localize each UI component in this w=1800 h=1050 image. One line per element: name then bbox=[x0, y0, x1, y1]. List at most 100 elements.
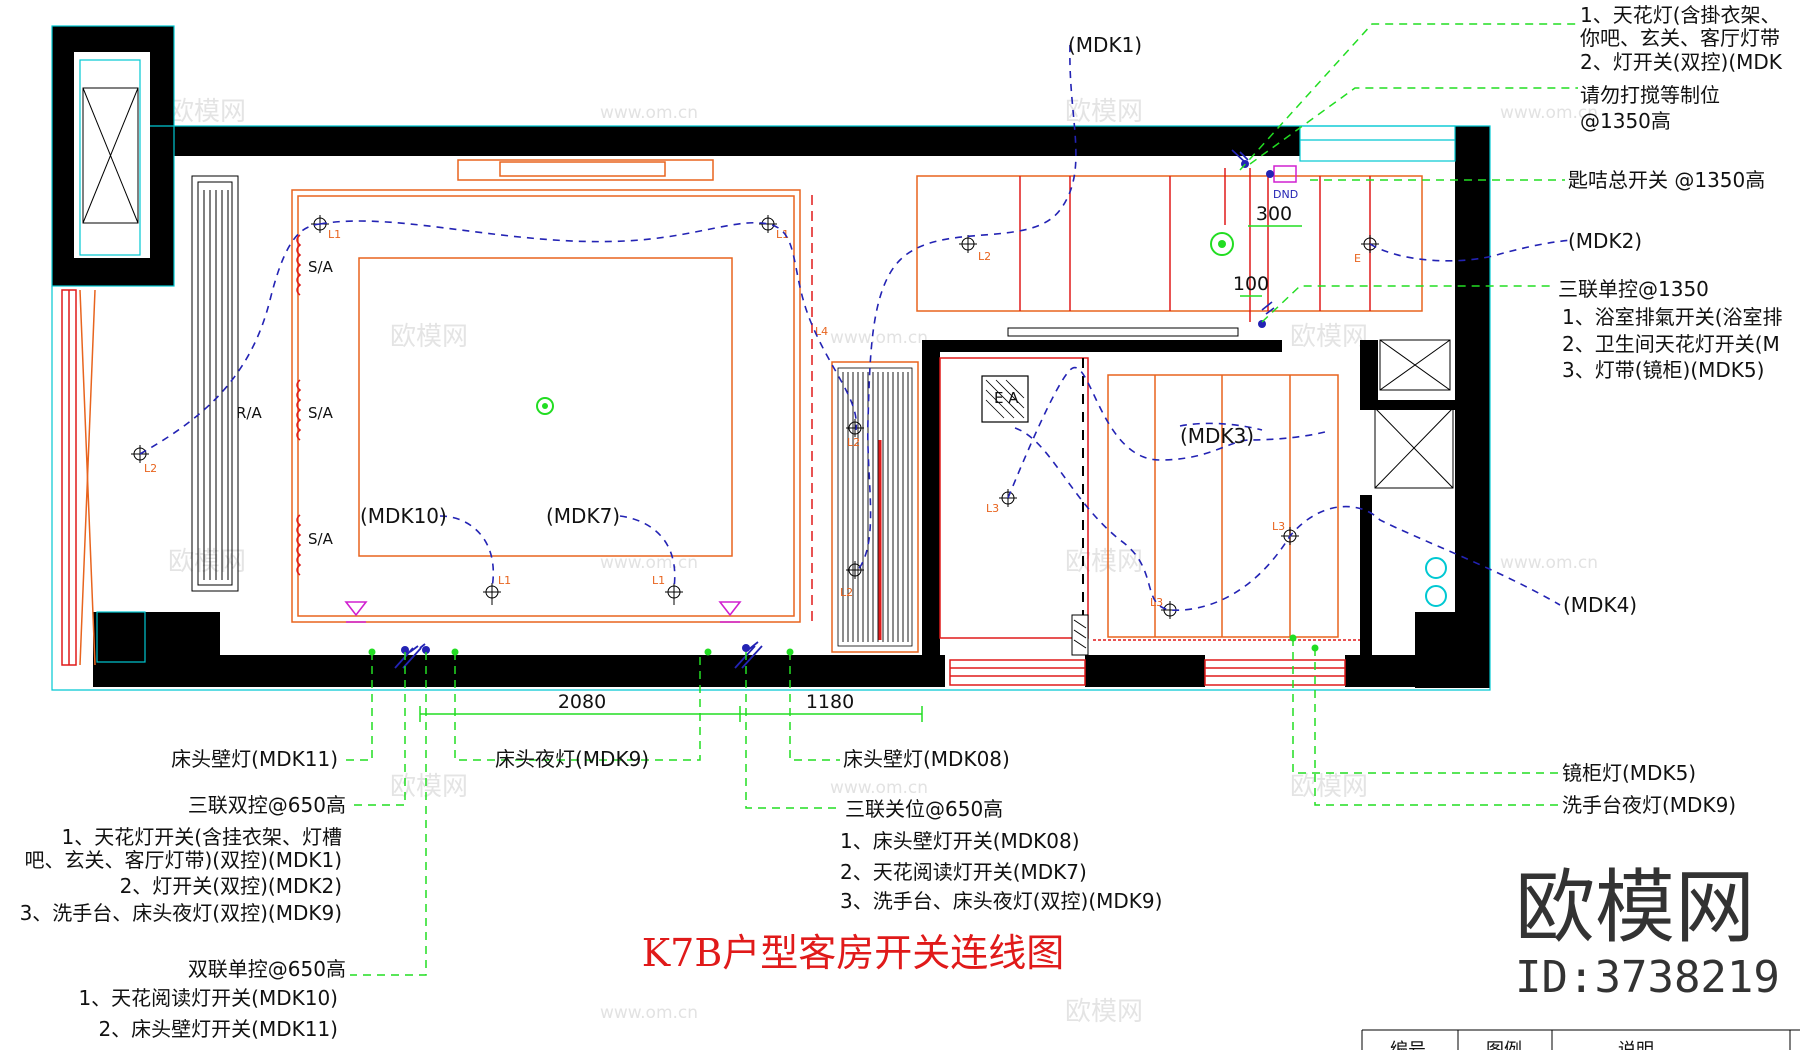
logo-text: 欧模网 bbox=[1515, 861, 1755, 954]
reading-light-icon: L1 bbox=[652, 574, 683, 605]
svg-text:L1: L1 bbox=[652, 574, 665, 587]
circuit-tag: (MDK2) bbox=[1568, 229, 1642, 253]
bottom-mid-notes: 床头夜灯(MDK9) 床头壁灯(MDK08) 三联关位@650高 1、床头壁灯开… bbox=[495, 747, 1162, 913]
circuit-tag: (MDK7) bbox=[546, 504, 620, 528]
wardrobe-light-icon: L2 bbox=[846, 419, 864, 449]
wiring bbox=[139, 44, 1573, 611]
logo-id: ID:3738219 bbox=[1515, 952, 1780, 1003]
bath-light-icon: L3 bbox=[986, 489, 1017, 515]
watermark-url: www.om.cn bbox=[830, 328, 928, 348]
ceiling-light-icon: L2 bbox=[131, 445, 157, 475]
note-line: 3、洗手台、床头夜灯(双控)(MDK9) bbox=[20, 901, 342, 925]
dimension-label: 2080 bbox=[558, 691, 606, 713]
ceiling-light-icon: L2 bbox=[959, 235, 991, 263]
watermark-text: 欧模网 bbox=[390, 322, 468, 352]
watermark-text: 欧模网 bbox=[1065, 997, 1143, 1027]
bath-light-icon: L3 bbox=[1272, 520, 1299, 545]
note-line: 2、卫生间天花灯开关(M bbox=[1562, 332, 1780, 356]
entry-switches: DND 300 100 bbox=[1224, 149, 1302, 328]
watermark-text: 欧模网 bbox=[168, 97, 246, 127]
note-line: 匙咭总开关 @1350高 bbox=[1568, 168, 1765, 192]
note-line: 床头夜灯(MDK9) bbox=[495, 747, 649, 771]
supply-diffusers: S/A S/A S/A bbox=[296, 234, 334, 576]
note-line: 你吧、玄关、客厅灯带 bbox=[1580, 26, 1780, 50]
wardrobe-light-icon: L2 bbox=[840, 561, 864, 599]
note-line: 1、床头壁灯开关(MDK08) bbox=[840, 829, 1080, 853]
svg-text:L2: L2 bbox=[847, 436, 860, 449]
legend-table: 编号 图例 说明 bbox=[1361, 1029, 1800, 1050]
note-line: 2、灯开关(双控)(MDK bbox=[1580, 50, 1783, 74]
drawing-title: K7B户型客房开关连线图 bbox=[642, 931, 1065, 975]
circuit-tag: (MDK10) bbox=[360, 504, 447, 528]
radiator-unit: R/A bbox=[191, 175, 262, 592]
fixture-tag: L4 bbox=[815, 325, 828, 338]
note-line: 1、浴室排氣开关(浴室排 bbox=[1562, 305, 1783, 329]
bathroom: E A bbox=[939, 357, 1447, 686]
bed-area bbox=[291, 189, 813, 625]
table-header: 编号 bbox=[1390, 1040, 1426, 1050]
svg-text:L1: L1 bbox=[328, 228, 341, 241]
site-logo: 欧模网 ID:3738219 bbox=[1515, 861, 1780, 1003]
smoke-detector-icon bbox=[536, 397, 554, 415]
watermark-text: 欧模网 bbox=[168, 547, 246, 577]
table-header: 说明 bbox=[1618, 1040, 1654, 1050]
watermark-url: www.om.cn bbox=[1500, 103, 1598, 123]
ceiling-light-icon: L1 bbox=[759, 215, 789, 241]
circuit-tags: (MDK1) (MDK2) (MDK3) (MDK4) (MDK10) (MDK… bbox=[360, 33, 1642, 617]
circuit-tag: (MDK4) bbox=[1563, 593, 1637, 617]
svg-text:L3: L3 bbox=[1272, 520, 1285, 533]
note-line: 三联关位@650高 bbox=[845, 797, 1003, 821]
entry-cabinets bbox=[916, 175, 1454, 489]
circuit-tag: (MDK3) bbox=[1180, 424, 1254, 448]
watermark-url: www.om.cn bbox=[830, 778, 928, 798]
reading-light-icon: L1 bbox=[483, 574, 511, 605]
note-line: 2、天花阅读灯开关(MDK7) bbox=[840, 860, 1087, 884]
room-tag: E A bbox=[994, 389, 1019, 407]
watermark-layer: 欧模网 欧模网 欧模网 欧模网 欧模网 欧模网 欧模网 欧模网 欧模网 www.… bbox=[168, 97, 1598, 1027]
watermark-text: 欧模网 bbox=[1065, 97, 1143, 127]
note-line: 2、灯开关(双控)(MDK2) bbox=[120, 874, 342, 898]
dimension-label: 100 bbox=[1233, 273, 1269, 295]
svg-text:E: E bbox=[1354, 252, 1361, 265]
shaft-box bbox=[82, 87, 139, 224]
note-line: 2、床头壁灯开关(MDK11) bbox=[98, 1017, 338, 1041]
note-line: 三联单控@1350 bbox=[1558, 277, 1709, 301]
room-tag: S/A bbox=[308, 404, 334, 422]
note-line: @1350高 bbox=[1580, 109, 1671, 133]
note-line: 吧、玄关、客厅灯带)(双控)(MDK1) bbox=[24, 848, 342, 872]
svg-text:L2: L2 bbox=[840, 586, 853, 599]
svg-text:L2: L2 bbox=[144, 462, 157, 475]
table-header: 图例 bbox=[1486, 1040, 1522, 1050]
bottom-right-notes: 镜柜灯(MDK5) 洗手台夜灯(MDK9) bbox=[1562, 761, 1736, 817]
note-line: 1、天花灯开关(含挂衣架、灯槽 bbox=[61, 825, 342, 849]
svg-text:L2: L2 bbox=[978, 250, 991, 263]
watermark-text: 欧模网 bbox=[1065, 547, 1143, 577]
room-tag: R/A bbox=[236, 404, 262, 422]
dimension-label: 300 bbox=[1256, 203, 1292, 225]
top-right-notes: 1、天花灯(含掛衣架、 你吧、玄关、客厅灯带 2、灯开关(双控)(MDK 请勿打… bbox=[1558, 3, 1783, 382]
watermark-url: www.om.cn bbox=[600, 103, 698, 123]
outlines bbox=[51, 25, 1491, 691]
ceiling-light-icon: E bbox=[1354, 235, 1379, 265]
bottom-left-notes: 床头壁灯(MDK11) 三联双控@650高 1、天花灯开关(含挂衣架、灯槽 吧、… bbox=[20, 747, 346, 1041]
dimension-label: 1180 bbox=[806, 691, 854, 713]
note-line: 床头壁灯(MDK08) bbox=[843, 747, 1010, 771]
watermark-url: www.om.cn bbox=[600, 1003, 698, 1023]
window-left bbox=[61, 289, 146, 666]
leader-lines bbox=[340, 23, 1578, 976]
note-line: 1、天花灯(含掛衣架、 bbox=[1580, 3, 1781, 27]
svg-text:L1: L1 bbox=[776, 228, 789, 241]
ceiling-light-icon: L1 bbox=[311, 215, 341, 241]
wardrobe: L4 bbox=[815, 325, 919, 653]
headboard bbox=[457, 159, 714, 181]
note-line: 1、天花阅读灯开关(MDK10) bbox=[78, 986, 338, 1010]
room-tag: S/A bbox=[308, 258, 334, 276]
watermark-text: 欧模网 bbox=[1290, 322, 1368, 352]
svg-text:L1: L1 bbox=[498, 574, 511, 587]
note-line: 洗手台夜灯(MDK9) bbox=[1562, 793, 1736, 817]
watermark-text: 欧模网 bbox=[1290, 772, 1368, 802]
note-line: 三联双控@650高 bbox=[188, 793, 346, 817]
circuit-tag: (MDK1) bbox=[1068, 33, 1142, 57]
note-line: 请勿打搅等制位 bbox=[1580, 83, 1720, 107]
